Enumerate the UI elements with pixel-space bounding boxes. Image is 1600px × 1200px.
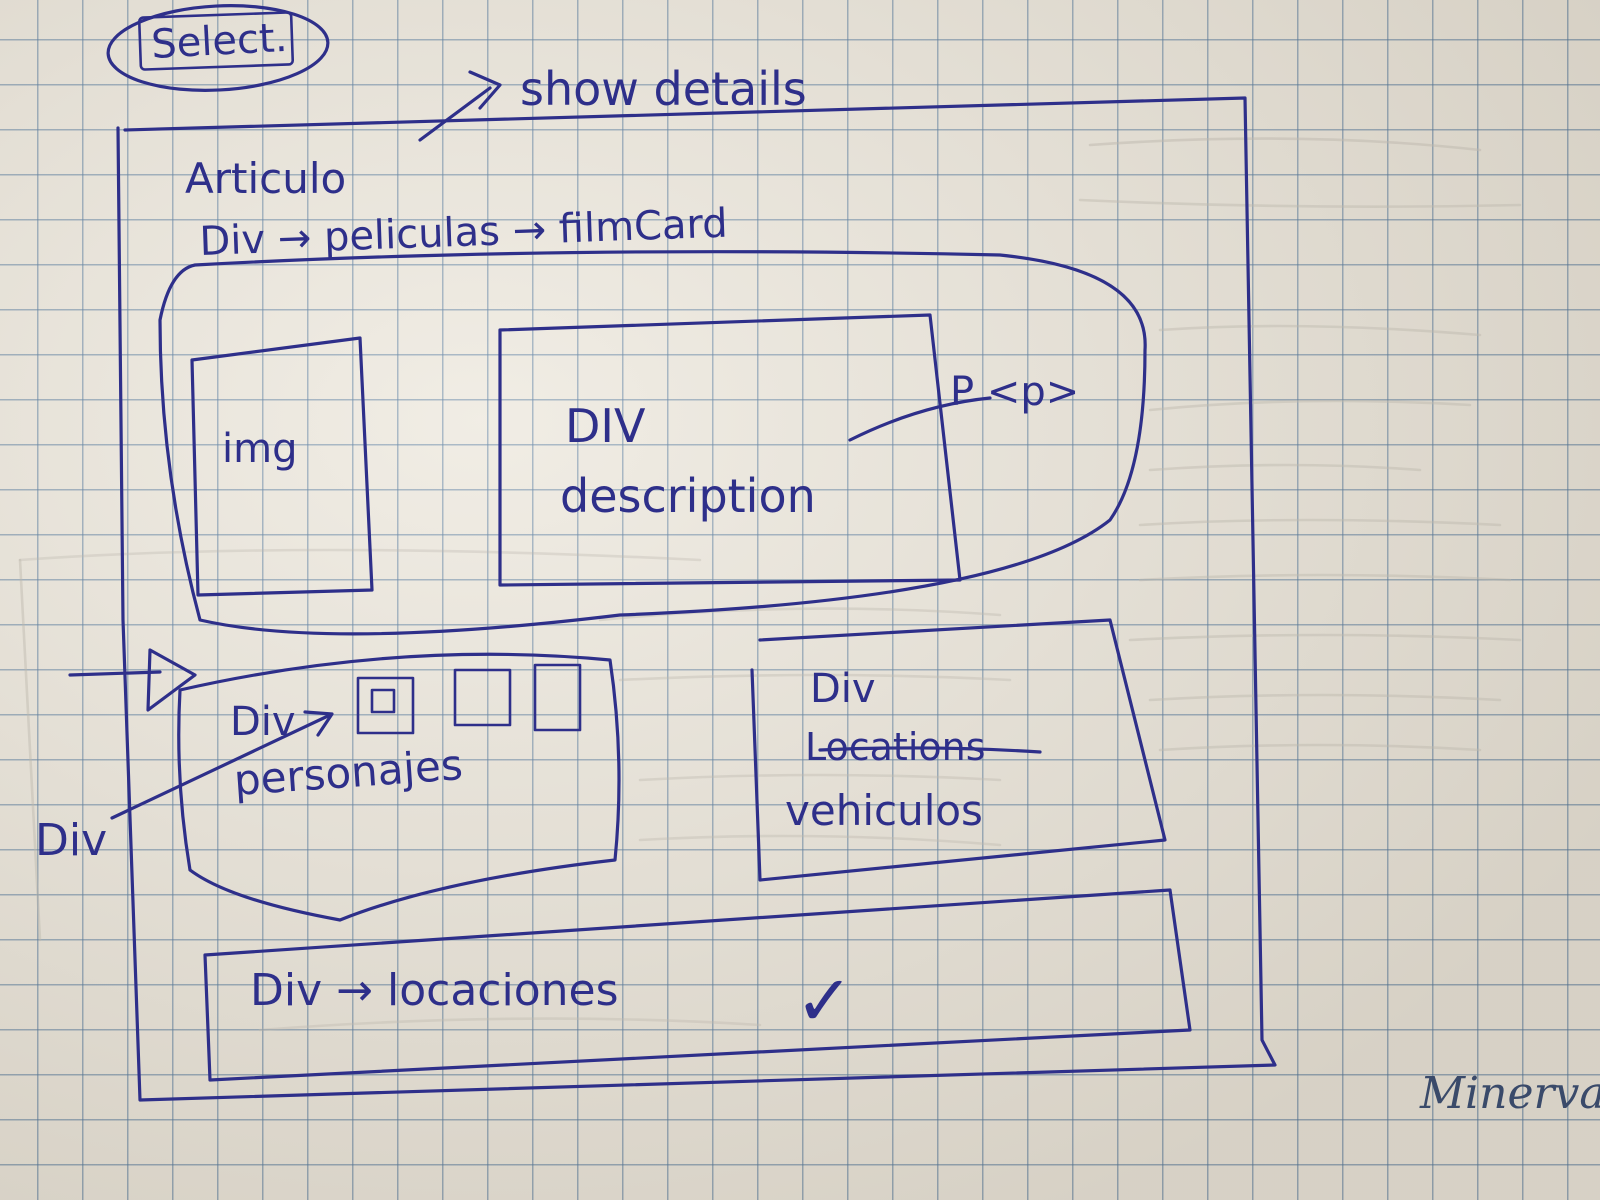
personajes-container bbox=[177, 652, 621, 922]
bleed-through-text bbox=[18, 137, 1522, 1032]
show-details-arrowhead bbox=[468, 70, 502, 110]
personajes-label: personajes bbox=[232, 740, 464, 805]
div-description-label: DIV bbox=[565, 399, 646, 453]
character-thumbnail-3 bbox=[533, 663, 582, 732]
select-label: Select. bbox=[150, 15, 288, 68]
left-arrow-head bbox=[146, 648, 197, 712]
article-container bbox=[116, 96, 1277, 1102]
div-to-thumbnail-arrow bbox=[110, 713, 332, 820]
articulo-label: Articulo bbox=[185, 154, 346, 203]
select-box bbox=[137, 11, 295, 71]
p-tag-arrow bbox=[848, 396, 992, 442]
vehiculos-label: vehiculos bbox=[785, 786, 983, 835]
character-thumbnail-2 bbox=[453, 668, 512, 727]
checkmark-icon: ✓ bbox=[795, 960, 854, 1042]
show-details-label: show details bbox=[520, 62, 807, 116]
locaciones-box bbox=[203, 888, 1192, 1082]
div-left-label: Div bbox=[35, 815, 107, 866]
div-to-thumbnail-arrowhead bbox=[303, 710, 334, 737]
minerva-logo: Minerva bbox=[1419, 1068, 1600, 1119]
left-arrow-line bbox=[68, 670, 162, 677]
div-locaciones-label: Div → locaciones bbox=[250, 965, 619, 1016]
character-avatar-icon bbox=[370, 688, 396, 714]
img-label: img bbox=[222, 426, 297, 472]
filmcard-container bbox=[158, 250, 1147, 636]
p-tag-label: P <p> bbox=[950, 369, 1079, 415]
img-box bbox=[190, 336, 374, 597]
vehiculos-box bbox=[750, 618, 1167, 882]
character-thumbnail-1 bbox=[356, 676, 415, 735]
select-oval bbox=[106, 4, 330, 92]
div-vehiculos-label: Div bbox=[810, 666, 876, 712]
description-box bbox=[498, 313, 962, 587]
div-personajes-label: Div bbox=[230, 699, 296, 745]
description-label: description bbox=[560, 469, 816, 523]
strikethrough-line bbox=[818, 746, 1042, 754]
show-details-arrow bbox=[418, 86, 492, 142]
